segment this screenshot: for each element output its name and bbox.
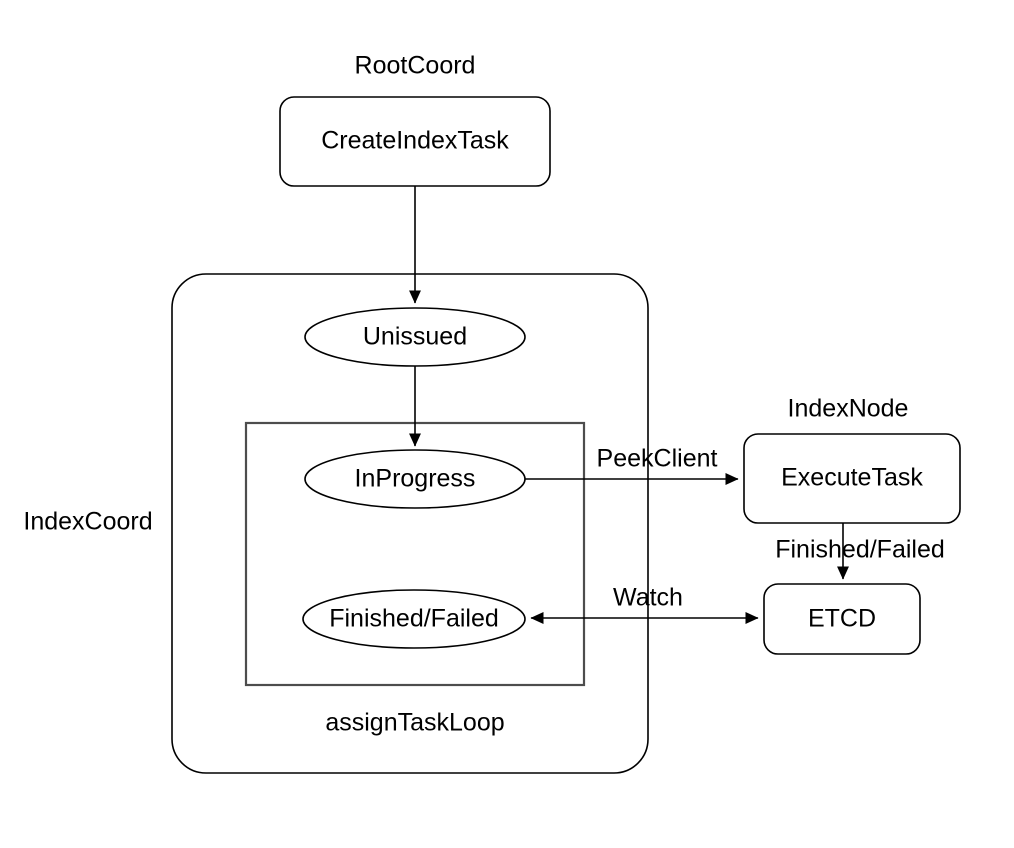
node-unissued[interactable]: [304, 307, 526, 367]
group-label-indexcoord: IndexCoord: [23, 508, 152, 536]
node-label-finished-failed: Finished/Failed: [329, 605, 499, 633]
edge-label-finished-failed-transition: Finished/Failed: [775, 536, 945, 564]
node-label-create-index-task: CreateIndexTask: [321, 127, 509, 155]
node-finished-failed[interactable]: [302, 589, 526, 649]
node-label-etcd: ETCD: [808, 605, 876, 633]
edge-label-peek-client: PeekClient: [597, 445, 718, 473]
node-label-in-progress: InProgress: [355, 465, 476, 493]
node-label-execute-task: ExecuteTask: [781, 464, 923, 492]
node-label-unissued: Unissued: [363, 323, 467, 351]
edge-label-watch: Watch: [613, 584, 683, 612]
group-label-assign-task-loop: assignTaskLoop: [325, 709, 504, 737]
node-create-index-task[interactable]: [279, 96, 551, 187]
group-label-rootcoord: RootCoord: [355, 52, 476, 80]
node-etcd[interactable]: [763, 583, 921, 655]
node-in-progress[interactable]: [304, 449, 526, 509]
indexcoord-container: [171, 273, 649, 774]
group-label-indexnode: IndexNode: [788, 395, 909, 423]
node-execute-task[interactable]: [743, 433, 961, 524]
